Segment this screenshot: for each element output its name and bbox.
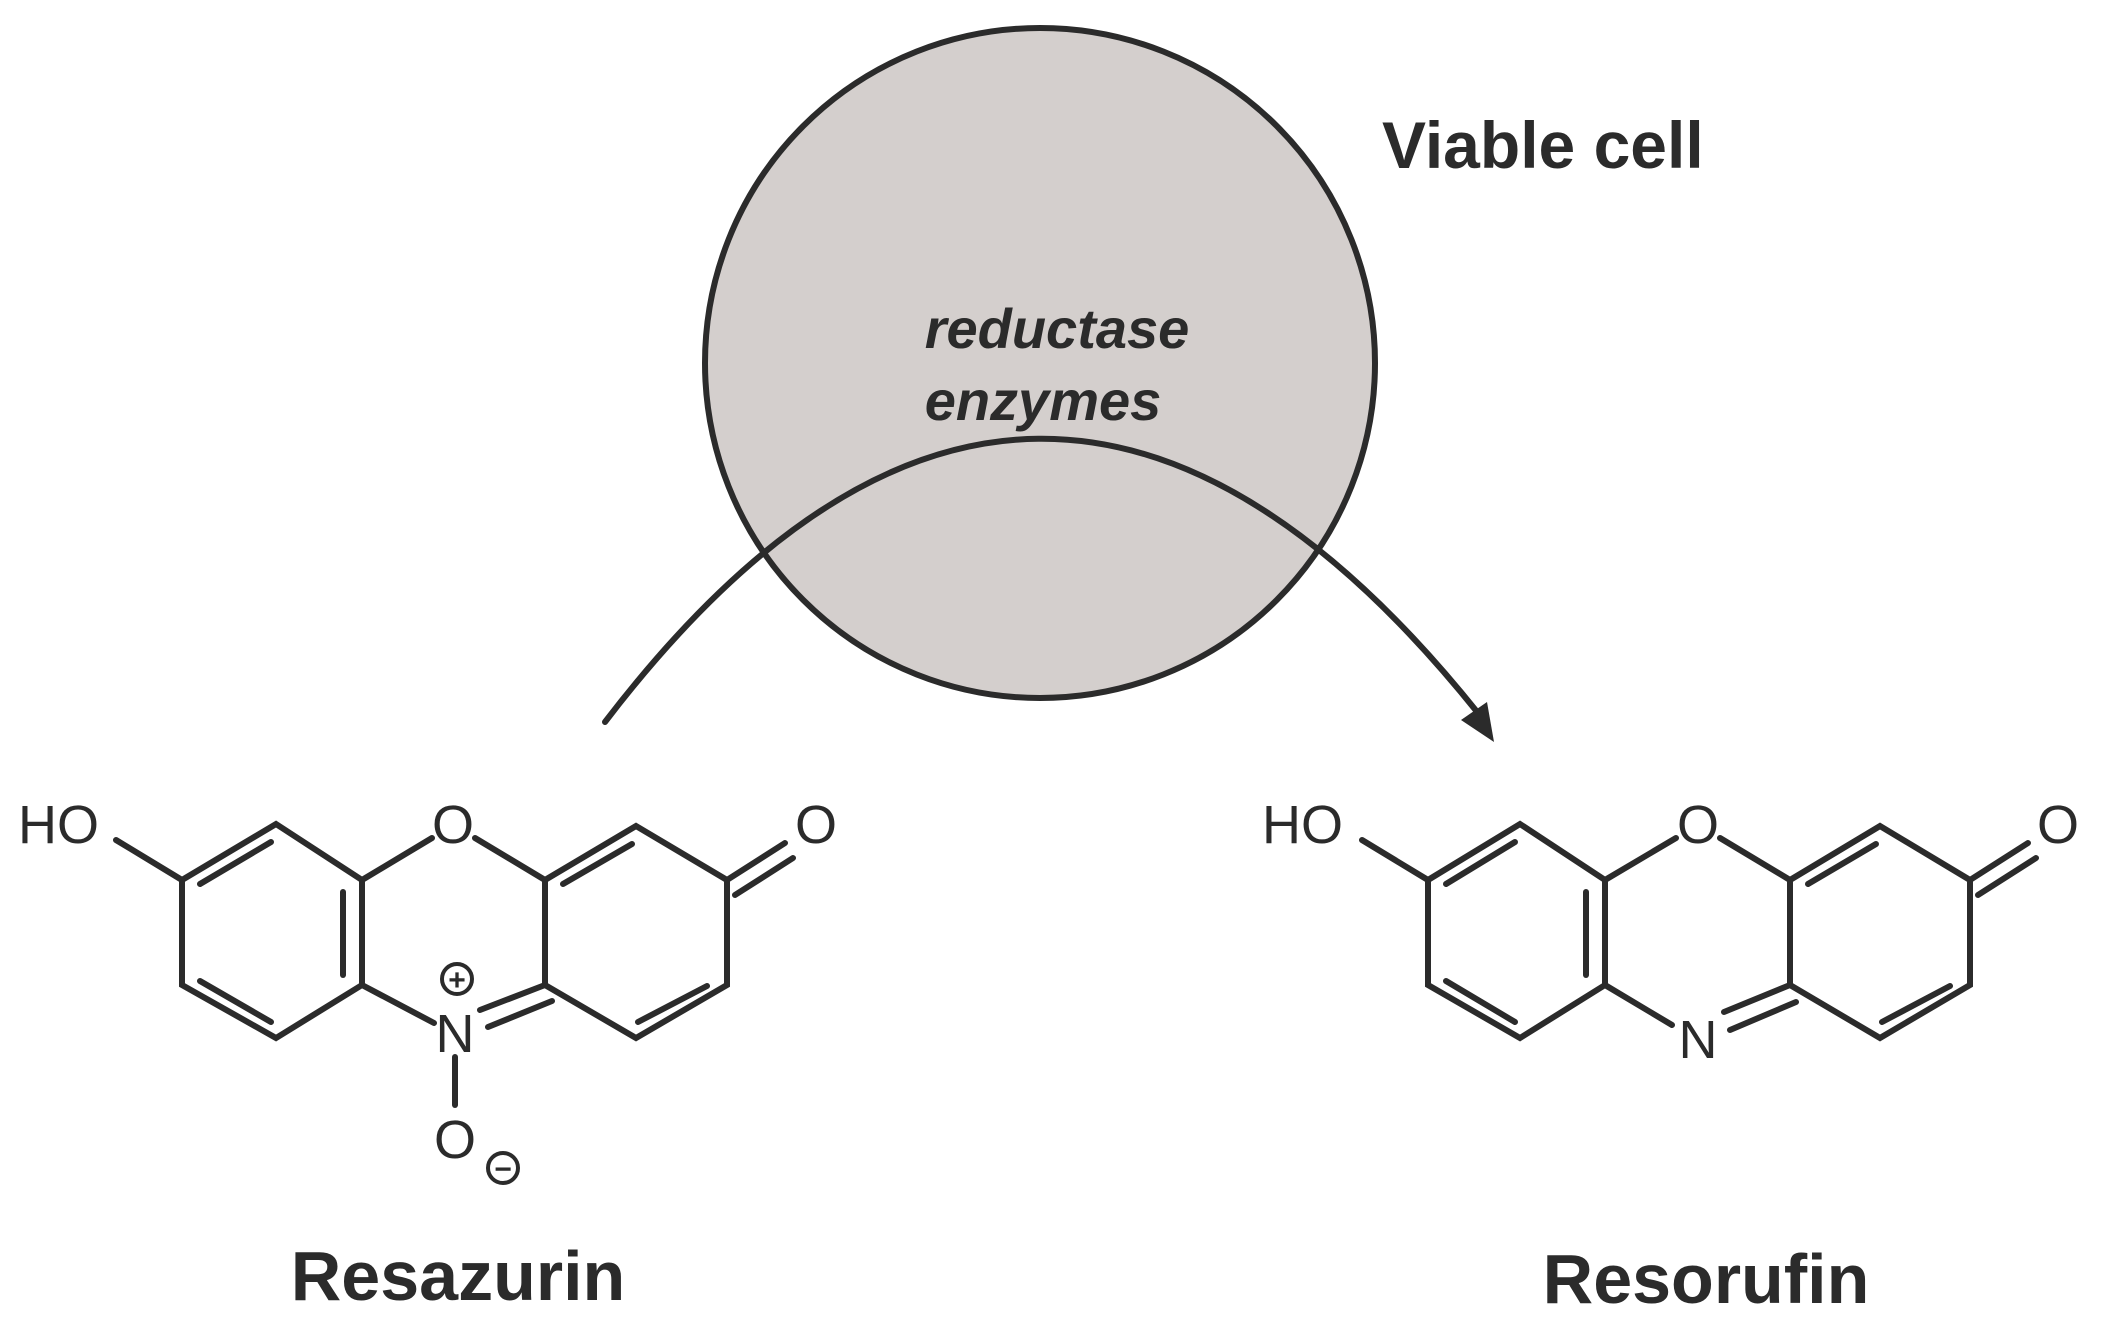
resazurin-nitrogen: N: [436, 1004, 475, 1064]
curved-arrow-icon: [602, 435, 1494, 742]
enzyme-label-line1: reductase: [925, 297, 1190, 360]
resorufin-nitrogen: N: [1679, 1010, 1718, 1070]
resazurin-structure: HO O O N O + − Resazurin: [18, 795, 837, 1315]
resorufin-hydroxyl: HO: [1262, 795, 1343, 855]
viable-cell-label: Viable cell: [1382, 108, 1704, 182]
plus-charge-label: +: [448, 964, 466, 997]
resazurin-hydroxyl: HO: [18, 795, 99, 855]
minus-charge-icon: [486, 1151, 520, 1185]
plus-charge-icon: [440, 962, 474, 996]
viable-cell-circle: [702, 25, 1378, 701]
resazurin-carbonyl-oxygen: O: [795, 795, 837, 855]
resorufin-structure: HO O O N Resorufin: [1262, 795, 2079, 1318]
resorufin-carbonyl-oxygen: O: [2037, 795, 2079, 855]
resorufin-ring-oxygen: O: [1677, 795, 1719, 855]
resazurin-ring-oxygen: O: [432, 795, 474, 855]
enzyme-label-line2: enzymes: [925, 369, 1162, 432]
minus-charge-label: −: [494, 1153, 512, 1186]
resazurin-oxide-oxygen: O: [434, 1110, 476, 1170]
resazurin-name: Resazurin: [291, 1237, 626, 1315]
resorufin-name: Resorufin: [1543, 1240, 1870, 1318]
